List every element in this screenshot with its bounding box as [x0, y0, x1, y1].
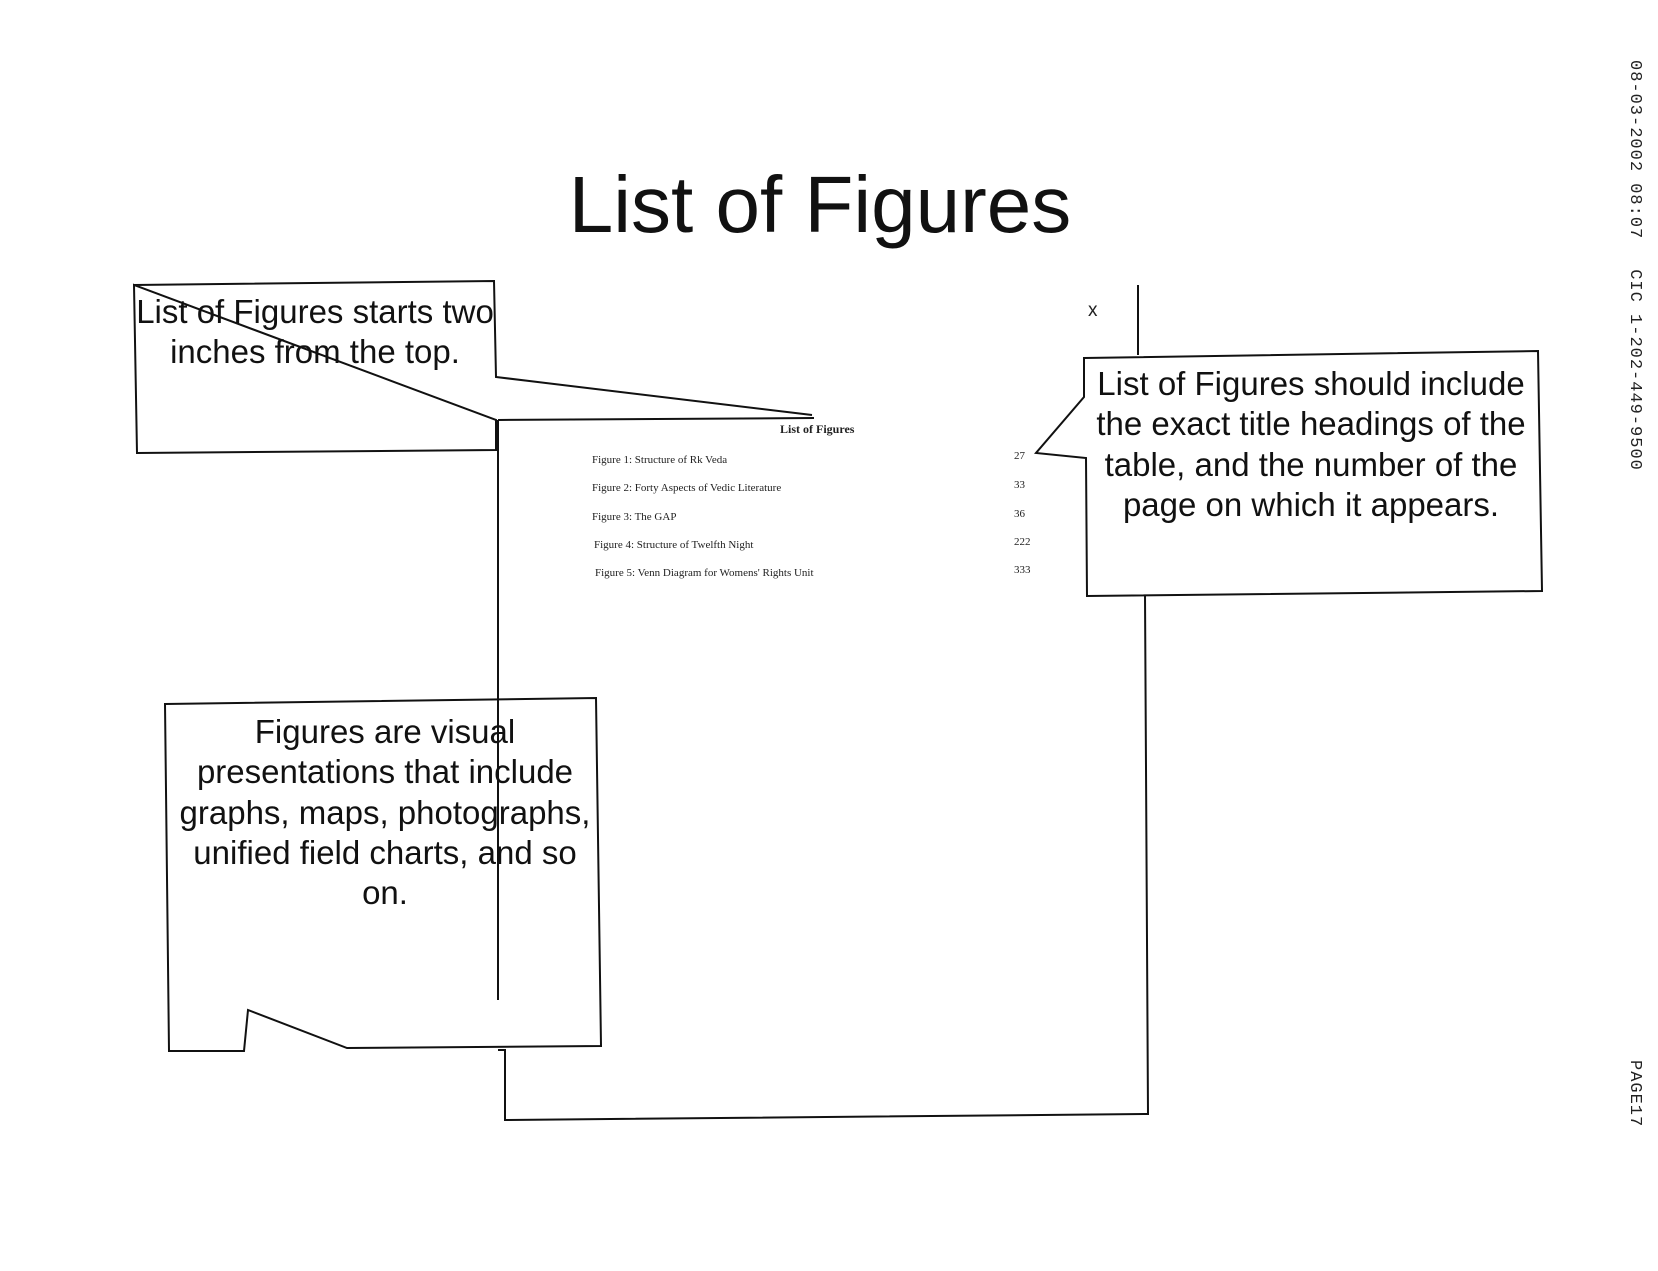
- figure-row-4: Figure 4: Structure of Twelfth Night: [594, 539, 754, 551]
- fax-number: CIC 1-202-449-9500: [1625, 269, 1644, 471]
- callout-bottom-left-box: [163, 696, 603, 1052]
- fax-timestamp: 08-03-2002 08:07: [1625, 60, 1644, 240]
- figure-page-2: 33: [1014, 479, 1025, 491]
- callout-right-box: [1033, 349, 1544, 598]
- callout-top-left: List of Figures starts two inches from t…: [136, 293, 494, 371]
- fax-header: 08-03-2002 08:07CIC 1-202-449-9500: [1625, 60, 1644, 471]
- page-label: PAGE17: [1625, 1060, 1644, 1128]
- figure-page-1: 27: [1014, 450, 1025, 462]
- figure-row-1: Figure 1: Structure of Rk Veda: [592, 454, 728, 466]
- callout-right: List of Figures should include the exact…: [1096, 365, 1526, 523]
- margin-mark: x: [1088, 300, 1098, 321]
- callout-bottom-left: Figures are visual presentations that in…: [179, 713, 591, 911]
- page-title: List of Figures: [568, 160, 1072, 249]
- sample-page-heading: List of Figures: [780, 422, 855, 436]
- figure-page-4: 222: [1014, 536, 1031, 548]
- callout-top-left-box: [132, 279, 813, 455]
- figure-page-5: 333: [1014, 564, 1031, 576]
- figure-row-2: Figure 2: Forty Aspects of Vedic Literat…: [592, 482, 782, 494]
- figure-row-3: Figure 3: The GAP: [592, 511, 677, 523]
- sample-page-outline: [497, 285, 1150, 1122]
- figure-page-3: 36: [1014, 508, 1025, 520]
- figure-row-5: Figure 5: Venn Diagram for Womens' Right…: [595, 567, 814, 579]
